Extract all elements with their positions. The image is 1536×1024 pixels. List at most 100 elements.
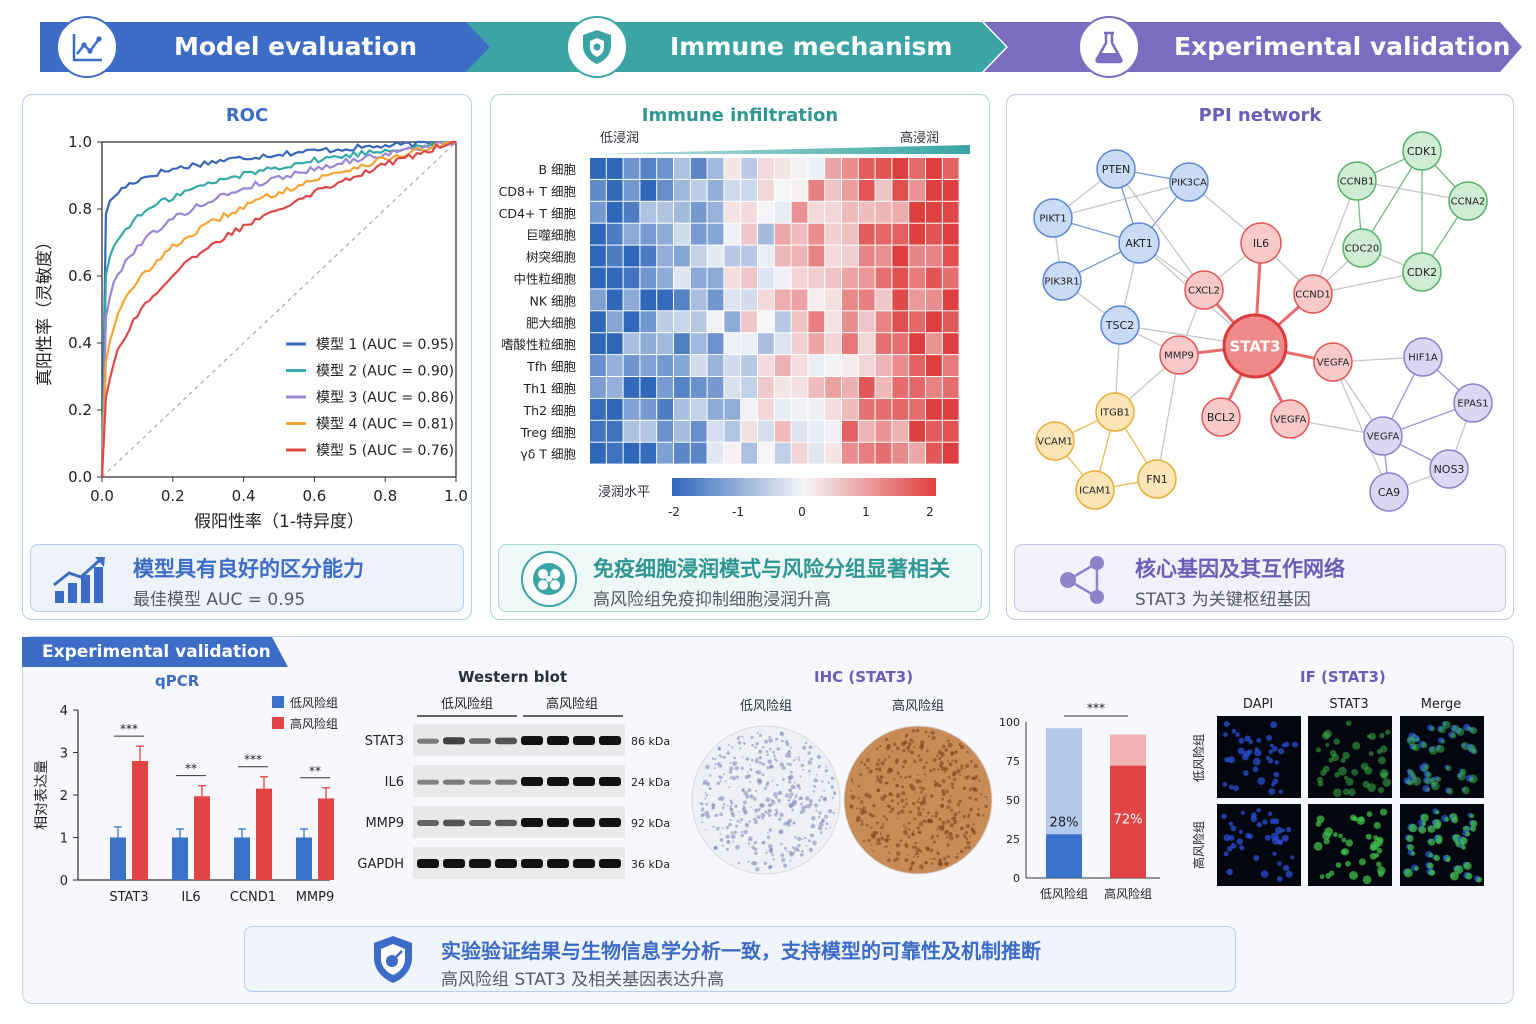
ihc-low-image-cell — [716, 781, 721, 786]
heatmap-cell — [758, 245, 774, 267]
ihc-high-image-cell — [924, 730, 928, 734]
ihc-low-image-cell — [766, 753, 770, 757]
heatmap-cell — [858, 158, 875, 179]
ihc-low-image-cell — [713, 845, 718, 850]
ppi-node-label-tsc2: TSC2 — [1105, 319, 1134, 332]
colorbar-tick-label: 0 — [798, 505, 806, 519]
heatmap-cell — [707, 355, 724, 376]
if-stat3-signal — [1380, 771, 1388, 779]
heatmap-cell — [942, 333, 959, 355]
ihc-high-image-cell — [973, 763, 978, 769]
if-stat3-signal — [1356, 816, 1366, 825]
heatmap-cell — [942, 179, 959, 201]
ihc-high-image-cell — [919, 780, 922, 783]
wb-band — [573, 818, 595, 827]
ihc-low-image-cell — [761, 746, 765, 749]
ihc-high-image-cell — [959, 826, 964, 831]
ihc-low-image-cell — [817, 825, 823, 831]
ihc-low-image-cell — [813, 784, 816, 788]
ihc-low-image-cell — [803, 809, 806, 813]
ppi-node-label-ca9: CA9 — [1378, 486, 1400, 499]
qpcr-sig-mark: ** — [309, 764, 321, 778]
ihc-high-image-cell — [938, 757, 942, 760]
if-stat3-signal — [1315, 821, 1322, 827]
heatmap-cell — [791, 333, 808, 355]
ihc-low-image-cell — [827, 809, 833, 814]
if-nucleus — [1283, 864, 1290, 872]
ihc-high-image-cell — [861, 808, 864, 812]
if-stat3-signal — [1461, 786, 1470, 795]
ihc-low-image-cell — [771, 779, 774, 782]
ihc-high-image-cell — [947, 742, 953, 748]
bar-growth-icon — [53, 557, 105, 603]
ihc-low-image-cell — [714, 763, 717, 766]
heatmap-cell — [942, 442, 959, 464]
heatmap-cell — [774, 245, 791, 267]
ihc-low-image-cell — [789, 805, 792, 809]
heatmap-row-label: Tfh 细胞 — [526, 359, 576, 374]
if-stat3-signal — [1445, 765, 1452, 771]
ihc-low-image-cell — [728, 766, 734, 771]
ihc-high-image-cell — [917, 754, 921, 757]
ihc-high-image-cell — [892, 742, 897, 746]
ihc-low-image-cell — [789, 859, 792, 862]
if-stat3-signal — [1403, 868, 1413, 878]
heatmap-cell — [606, 311, 623, 333]
ihc-low-image-cell — [805, 845, 808, 847]
ihc-high-image-cell — [949, 823, 955, 828]
ihc-high-image-cell — [950, 782, 954, 786]
ppi-node-label-fn1: FN1 — [1146, 473, 1168, 486]
if-stat3-signal — [1420, 813, 1429, 822]
ihc-low-image-cell — [767, 808, 772, 813]
heatmap-cell — [926, 377, 942, 398]
heatmap-cell — [590, 420, 606, 442]
ihc-high-image-cell — [919, 801, 924, 806]
ihc-low-image-cell — [751, 839, 753, 841]
heatmap-cell — [657, 442, 673, 464]
if-stat3-signal — [1369, 844, 1377, 851]
heatmap-cell — [741, 355, 757, 376]
ihc-low-image-cell — [725, 834, 730, 839]
roc-xtick-label: 0.0 — [90, 487, 114, 505]
heatmap-cell — [892, 158, 909, 179]
wb-protein-label: GAPDH — [357, 857, 404, 872]
ihc-low-image-cell — [754, 818, 757, 821]
ihc-high-image-cell — [947, 799, 952, 804]
heatmap-cell — [657, 398, 673, 420]
heatmap-cell — [674, 158, 690, 179]
roc-ytick-label: 0.6 — [68, 267, 92, 285]
if-stat3-signal — [1379, 733, 1385, 739]
heatmap-cell — [690, 245, 707, 267]
ihc-low-image-cell — [777, 798, 781, 803]
heatmap-cell — [741, 267, 757, 289]
ihc-low-image-cell — [808, 799, 813, 804]
ihc-high-image-cell — [880, 796, 886, 801]
roc-ytick-label: 0.4 — [68, 334, 92, 352]
ihc-high-image-cell — [969, 760, 973, 764]
wb-band — [469, 820, 491, 826]
ihc-low-image-cell — [753, 861, 758, 866]
heatmap-cell — [909, 311, 925, 333]
immune-title: Immune infiltration — [641, 105, 839, 126]
ihc-low-image-cell — [764, 739, 769, 744]
heatmap-cell — [926, 398, 942, 420]
heatmap-cell — [590, 311, 606, 333]
if-stat3-signal — [1465, 872, 1473, 880]
ihc-low-image-cell — [784, 740, 789, 744]
if-stat3-signal — [1366, 734, 1371, 739]
ihc-low-image-cell — [721, 844, 724, 847]
ihc-low-image-cell — [774, 808, 778, 812]
if-stat3-signal — [1438, 726, 1446, 734]
ppi-node-cdc20 — [1342, 228, 1382, 268]
qpcr-legend-swatch — [272, 717, 284, 729]
if-nucleus — [1257, 777, 1266, 785]
ihc-low-image-cell — [770, 851, 773, 854]
ihc-low-image-cell — [739, 747, 742, 750]
if-nucleus — [1268, 749, 1274, 755]
ihc-high-image-cell — [968, 807, 973, 812]
ihc-high-image-cell — [917, 774, 919, 776]
heatmap-cell — [640, 179, 657, 201]
ihc-high-image-cell — [978, 779, 981, 782]
heatmap-cell — [926, 201, 942, 223]
heatmap-cell — [707, 245, 724, 267]
